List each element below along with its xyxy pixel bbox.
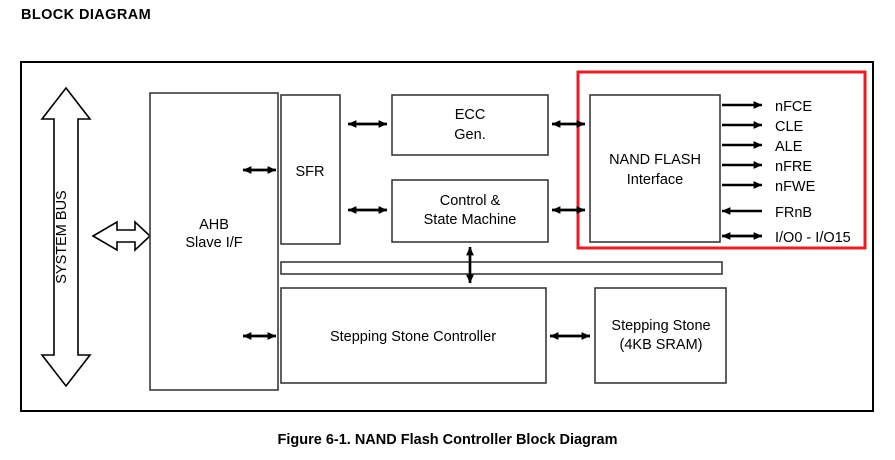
signal-nFCE: nFCE <box>722 99 812 115</box>
signal-CLE-label: CLE <box>775 119 804 135</box>
signal-nFRE-label: nFRE <box>775 159 812 175</box>
block-stepping-stone-sram <box>594 287 727 384</box>
nand-interface-highlight-box <box>576 70 867 250</box>
signal-nFWE-label: nFWE <box>775 179 816 195</box>
signal-ALE-label: ALE <box>775 139 803 155</box>
figure-caption: Figure 6-1. NAND Flash Controller Block … <box>277 432 618 448</box>
block-ahb-slave-if <box>149 92 279 391</box>
block-stepping-stone-controller <box>280 287 547 384</box>
signal-ALE: ALE <box>722 139 803 155</box>
signal-nFWE: nFWE <box>722 179 816 195</box>
block-nand-flash-interface <box>589 94 721 243</box>
block-ahb-slave-if-label2: Slave I/F <box>185 235 242 251</box>
block-nand-flash-interface-label2: Interface <box>627 172 683 188</box>
signal-FRnB: FRnB <box>721 205 812 221</box>
block-stepping-stone-controller-label: Stepping Stone Controller <box>330 329 496 345</box>
block-ecc-gen <box>391 94 549 156</box>
signal-IO-bus: I/O0 - I/O15 <box>721 230 851 246</box>
page-title: BLOCK DIAGRAM <box>21 7 152 23</box>
system-bus-arrow <box>40 86 92 388</box>
signal-IO-bus-label: I/O0 - I/O15 <box>775 230 851 246</box>
block-nand-flash-interface-label: NAND FLASH <box>609 152 701 168</box>
signal-nFCE-label: nFCE <box>775 99 812 115</box>
block-sfr <box>280 94 341 245</box>
block-control-state-machine <box>391 179 549 243</box>
block-control-state-machine-label: Control & <box>440 193 501 209</box>
block-stepping-stone-sram-label: Stepping Stone <box>611 318 710 334</box>
signal-FRnB-label: FRnB <box>775 205 812 221</box>
block-sfr-label: SFR <box>296 164 325 180</box>
block-ecc-gen-label2: Gen. <box>454 127 485 143</box>
signal-CLE: CLE <box>722 119 804 135</box>
signal-nFRE: nFRE <box>722 159 812 175</box>
block-ecc-gen-label: ECC <box>455 107 486 123</box>
block-stepping-stone-sram-label2: (4KB SRAM) <box>620 337 703 353</box>
block-ahb-slave-if-label: AHB <box>199 217 229 233</box>
block-control-state-machine-label2: State Machine <box>424 212 517 228</box>
internal-bus-bar <box>280 261 723 275</box>
system-bus-label: SYSTEM BUS <box>54 190 70 283</box>
